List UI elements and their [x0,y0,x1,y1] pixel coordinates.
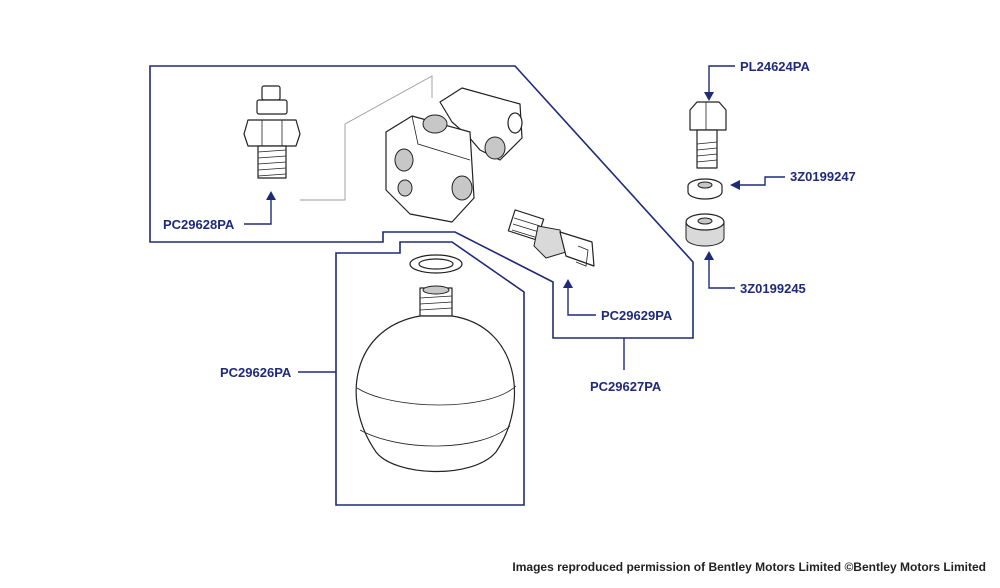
label-pc29628pa[interactable]: PC29628PA [163,217,235,232]
pressure-switch-part [243,85,301,179]
label-3z0199245[interactable]: 3Z0199245 [740,281,806,296]
sender-part [507,209,595,267]
accumulator-group-frame [335,241,525,506]
copyright-credit: Images reproduced permission of Bentley … [512,560,986,574]
mount-bush-part [685,213,725,247]
valve-block-part [385,87,523,223]
leader-pc29628pa [244,198,272,225]
leader-3z0199247 [738,176,785,186]
arrow-pc29629pa [563,279,573,288]
washer-part [687,178,723,200]
connection-line [300,75,433,201]
arrow-3z0199247 [730,180,740,190]
leader-pc29629pa [567,286,596,316]
label-pc29627pa[interactable]: PC29627PA [590,379,662,394]
leader-3z0199245 [708,258,735,289]
label-pl24624pa[interactable]: PL24624PA [740,59,810,74]
arrow-3z0199245 [704,251,714,260]
leader-pl24624pa [708,65,735,94]
valve-assembly-group-frame [149,65,694,339]
label-pc29629pa[interactable]: PC29629PA [601,308,673,323]
label-pc29626pa[interactable]: PC29626PA [220,365,292,380]
arrow-pl24624pa [704,92,714,101]
arrow-pc29628pa [266,191,276,200]
bolt-part [689,101,727,169]
accumulator-part [355,254,517,473]
label-3z0199247[interactable]: 3Z0199247 [790,169,856,184]
